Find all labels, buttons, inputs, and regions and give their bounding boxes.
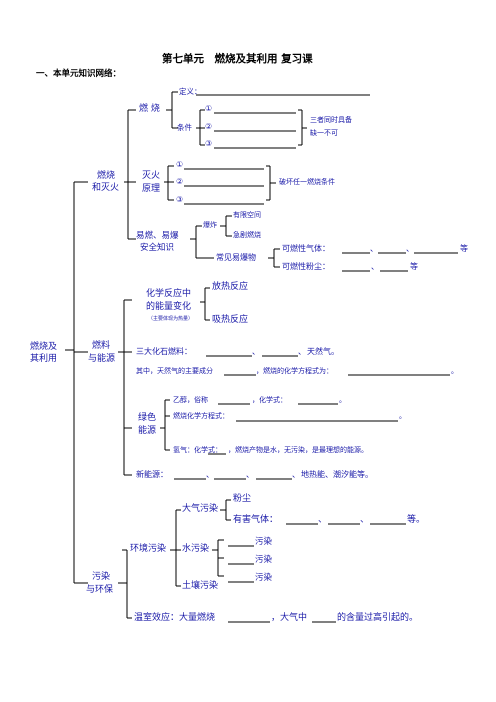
green-energy-label-line2: 能源 [138, 426, 157, 436]
ethanol-prefix: 乙醇，俗称 [173, 396, 208, 404]
harmful-gas-tail: 等。 [407, 515, 426, 525]
condition-item: ③ [205, 139, 213, 148]
flammable-gas-label: 可燃性气体： [282, 244, 330, 253]
natural-gas-prefix: 其中，天然气的主要成分 [136, 367, 213, 375]
ethanol-equation-prefix: 燃烧化学方程式： [173, 412, 229, 420]
conditions-label: 条件 [177, 123, 192, 132]
separator: 、 [406, 244, 414, 253]
extinguish-item: ② [176, 177, 184, 186]
greenhouse-prefix: 温室效应：大量燃烧 [134, 613, 216, 623]
dust-label: 粉尘 [233, 494, 252, 504]
separator: 、 [370, 244, 378, 253]
separator: 、 [298, 347, 306, 356]
root-label-line2: 其利用 [30, 354, 58, 364]
water-pollution-label: 水污染 [182, 544, 210, 554]
document-title: 第七单元 燃烧及其利用 复习课 [162, 53, 313, 65]
separator: 等 [410, 262, 418, 271]
separator: 、 [318, 515, 328, 525]
root-label-line1: 燃烧及 [30, 342, 58, 352]
separator: 、 [252, 347, 260, 356]
water-pollution-item: 污染 [255, 555, 273, 565]
blast-item: 有限空间 [233, 211, 261, 219]
greenhouse-mid: ，大气中 [271, 613, 308, 623]
fuel-label-line1: 燃料 [92, 341, 111, 351]
natural-gas-mid: ，燃烧的化学方程式为： [256, 367, 333, 375]
fuel-label-line2: 与能源 [88, 354, 116, 364]
ethanol-mid: ，化学式： [252, 396, 287, 404]
extinguish-item: ③ [176, 195, 184, 204]
fossil-fuel-label: 三大化石燃料： [136, 347, 192, 356]
chem-energy-note: （主要体现为热量） [148, 316, 194, 322]
common-explosives-label: 常见易爆物 [216, 253, 256, 262]
water-pollution-item: 污染 [255, 537, 273, 547]
blast-label: 爆炸 [203, 221, 217, 229]
environment-pollution-label: 环境污染 [130, 544, 167, 554]
condition-item: ① [205, 104, 213, 113]
new-energy-prefix: 新能源： [136, 470, 168, 479]
extinguish-label-line1: 灭火 [142, 171, 161, 181]
condition-item: ② [205, 122, 213, 131]
definition-label: 定义： [179, 87, 202, 96]
explosion-label-line2: 安全知识 [140, 243, 175, 253]
separator: 等 [460, 244, 468, 253]
natural-gas-end: 。 [451, 367, 458, 375]
separator: 、 [292, 470, 300, 479]
air-pollution-label: 大气污染 [182, 504, 219, 514]
fossil-tail: 天然气。 [307, 347, 339, 356]
combustion-label-line1: 燃烧 [97, 171, 116, 181]
ethanol-equation-end: 。 [399, 412, 406, 420]
separator: 、 [246, 470, 254, 479]
green-energy-label-line1: 绿色 [138, 413, 157, 423]
conditions-note-line2: 缺一不可 [310, 129, 338, 137]
extinguish-note: 破坏任一燃烧条件 [279, 178, 335, 186]
section-heading: 一、本单元知识网络： [36, 69, 122, 79]
endothermic-label: 吸热反应 [212, 315, 249, 325]
new-energy-tail: 地热能、潮汐能等。 [301, 470, 373, 479]
ethanol-end: 。 [339, 396, 346, 404]
explosion-label-line1: 易燃、易爆 [136, 231, 179, 241]
separator: 、 [206, 470, 214, 479]
separator: 、 [360, 515, 370, 525]
combustion-label-line2: 和灭火 [92, 183, 120, 193]
burning-label: 燃 烧 [139, 104, 160, 114]
chem-energy-label-line2: 的能量变化 [146, 302, 192, 312]
extinguish-item: ① [176, 160, 184, 169]
water-pollution-item: 污染 [255, 573, 273, 583]
pollution-label-line2: 与环保 [86, 585, 114, 595]
pollution-label-line1: 污染 [92, 572, 111, 582]
greenhouse-tail: 的含量过高引起的。 [337, 613, 419, 623]
conditions-note-line1: 三者同时具备 [310, 116, 352, 124]
extinguish-label-line2: 原理 [142, 184, 161, 194]
flammable-dust-label: 可燃性粉尘： [282, 262, 330, 271]
soil-pollution-label: 土壤污染 [182, 581, 219, 591]
harmful-gas-label: 有害气体： [233, 515, 279, 525]
separator: 、 [371, 262, 379, 271]
chem-energy-label-line1: 化学反应中 [146, 289, 192, 299]
blast-item: 急剧燃烧 [233, 231, 261, 239]
hydrogen-label: 氢气：化学式： [173, 446, 222, 454]
exothermic-label: 放热反应 [212, 282, 249, 292]
hydrogen-tail: ，燃烧产物是水，无污染，是最理想的能源。 [228, 446, 368, 454]
